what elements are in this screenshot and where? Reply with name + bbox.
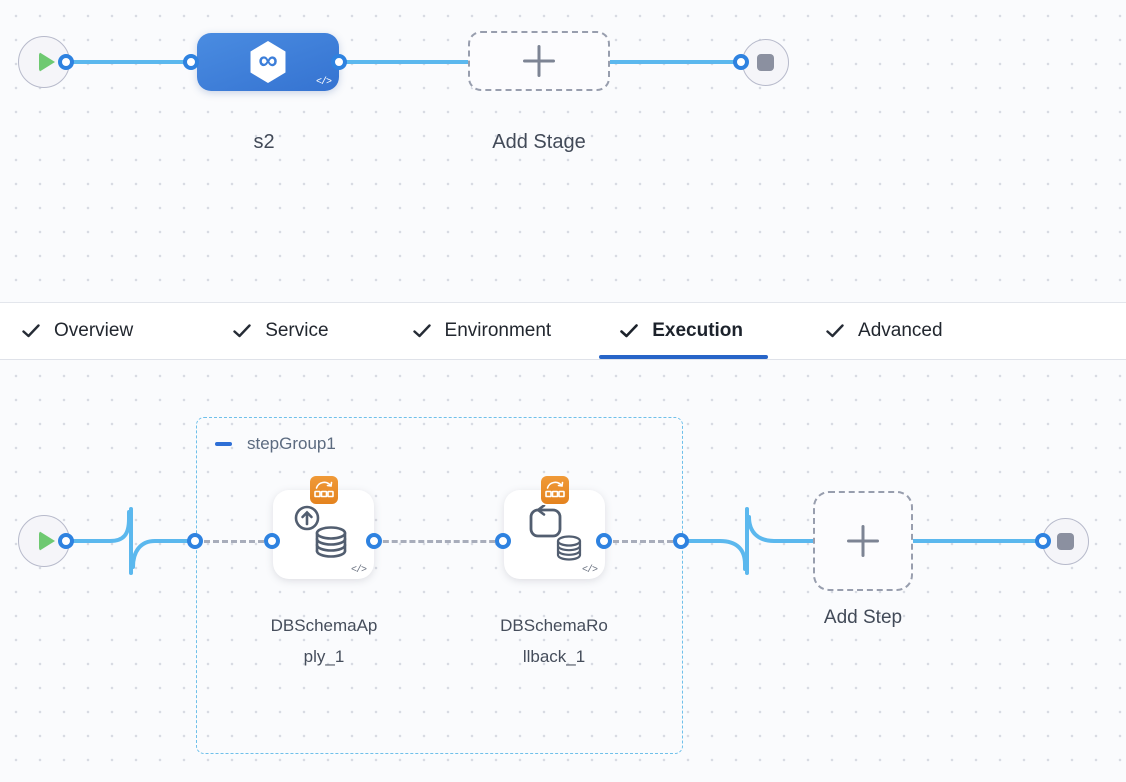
port[interactable] bbox=[58, 54, 74, 70]
step-name-label: DBSchemaRollback_1 bbox=[500, 616, 608, 666]
tab-label: Advanced bbox=[858, 320, 943, 341]
stage-connector-line bbox=[66, 60, 191, 64]
port[interactable] bbox=[1035, 533, 1051, 549]
step-group-name[interactable]: stepGroup1 bbox=[247, 434, 336, 453]
stop-icon bbox=[1057, 533, 1074, 550]
stage-node-s2[interactable]: ∞ </> bbox=[197, 33, 339, 91]
port[interactable] bbox=[596, 533, 612, 549]
add-stage-button[interactable] bbox=[468, 31, 610, 91]
step-node-dbschemarollback[interactable]: </> bbox=[504, 476, 605, 579]
code-icon[interactable]: </> bbox=[350, 565, 367, 576]
check-icon bbox=[620, 324, 639, 338]
check-icon bbox=[412, 324, 431, 338]
port[interactable] bbox=[495, 533, 511, 549]
port[interactable] bbox=[673, 533, 689, 549]
tab-service[interactable]: Service bbox=[233, 303, 329, 359]
plus-icon bbox=[523, 45, 555, 77]
port[interactable] bbox=[183, 54, 199, 70]
port[interactable] bbox=[366, 533, 382, 549]
step-node-dbschemaapply[interactable]: </> bbox=[273, 476, 374, 579]
port[interactable] bbox=[187, 533, 203, 549]
pipeline-end-node bbox=[742, 39, 789, 86]
pipeline-start-node bbox=[18, 36, 70, 88]
code-icon[interactable]: </> bbox=[581, 565, 598, 576]
tab-environment[interactable]: Environment bbox=[412, 303, 552, 359]
add-step-button[interactable] bbox=[813, 491, 913, 591]
tab-overview[interactable]: Overview bbox=[22, 303, 133, 359]
check-icon bbox=[826, 324, 844, 338]
stop-icon bbox=[757, 54, 774, 71]
tab-label: Execution bbox=[652, 320, 744, 341]
tab-label: Service bbox=[265, 320, 329, 341]
connector-split-left bbox=[64, 507, 197, 575]
tab-label: Environment bbox=[444, 320, 552, 341]
cloudformation-badge-icon bbox=[540, 476, 569, 504]
add-stage-label: Add Stage bbox=[492, 131, 586, 153]
step-connector-dashed bbox=[604, 540, 682, 543]
play-icon bbox=[38, 531, 55, 551]
stage-config-tabbar: Overview Service Environment Execution A… bbox=[0, 302, 1126, 360]
step-name-label: DBSchemaApply_1 bbox=[270, 616, 378, 666]
code-icon[interactable]: </> bbox=[315, 77, 332, 88]
check-icon bbox=[233, 324, 251, 338]
db-schema-rollback-icon bbox=[529, 505, 582, 561]
step-connector-dashed bbox=[374, 540, 504, 543]
tab-advanced[interactable]: Advanced bbox=[826, 303, 943, 359]
collapse-group-icon[interactable] bbox=[215, 442, 232, 446]
check-icon bbox=[22, 324, 40, 338]
db-schema-apply-icon bbox=[294, 505, 347, 558]
play-icon bbox=[38, 52, 55, 72]
port[interactable] bbox=[58, 533, 74, 549]
port[interactable] bbox=[331, 54, 347, 70]
tab-label: Overview bbox=[54, 320, 134, 341]
step-connector-line bbox=[911, 539, 1043, 543]
add-step-label: Add Step bbox=[823, 607, 903, 628]
stage-name-label: s2 bbox=[253, 131, 275, 153]
tab-execution[interactable]: Execution bbox=[599, 303, 768, 359]
port[interactable] bbox=[733, 54, 749, 70]
cloudformation-badge-icon bbox=[309, 476, 338, 504]
step-connector-dashed bbox=[195, 540, 273, 543]
connector-split-right bbox=[681, 507, 815, 575]
execution-end-node bbox=[1042, 518, 1089, 565]
harness-logo-icon: ∞ bbox=[250, 41, 286, 83]
port[interactable] bbox=[264, 533, 280, 549]
plus-icon bbox=[847, 525, 879, 557]
step-group-container: stepGroup1 bbox=[196, 417, 683, 754]
